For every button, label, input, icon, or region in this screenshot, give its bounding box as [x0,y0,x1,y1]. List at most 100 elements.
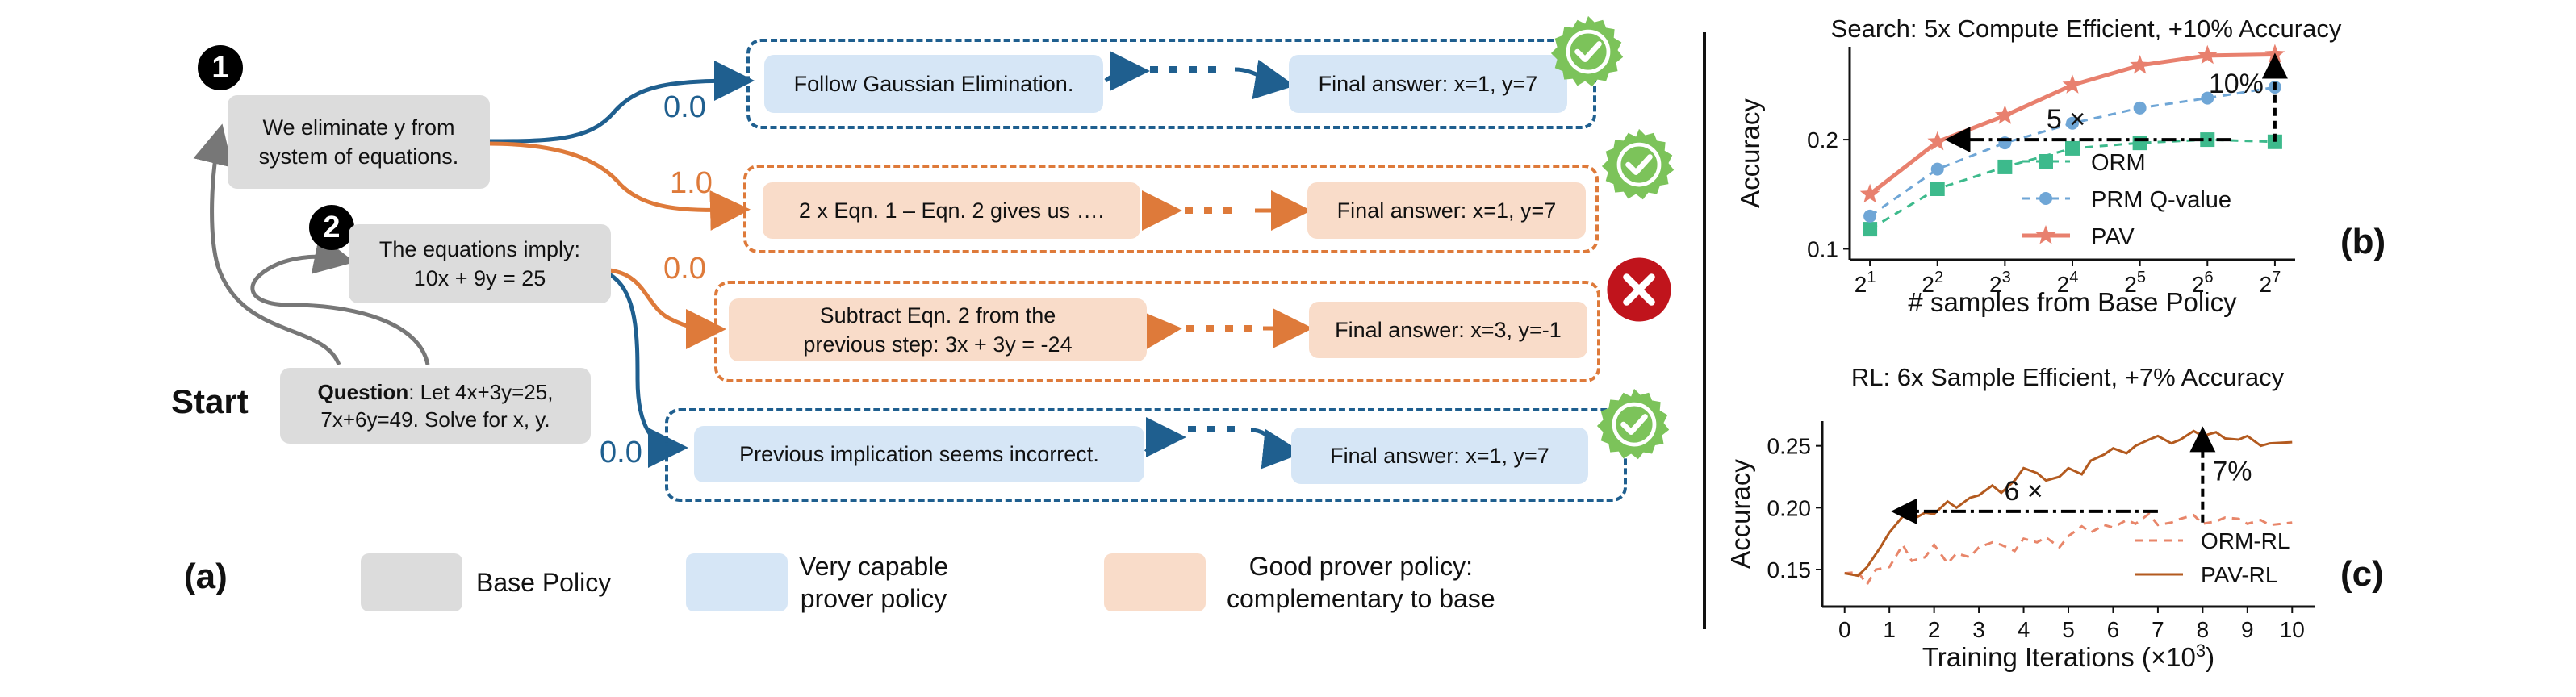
legend-label-good-line-1: Good prover policy: [1248,552,1474,581]
chart-c-x-label-close: ) [2206,642,2214,672]
step-2-box: The equations imply: 10x + 9y = 25 [349,224,611,303]
chart-c-x-tick-label: 1 [1883,617,1896,642]
chart-c-y-tick-label: 0.15 [1767,557,1812,582]
branch-1-step-text: Follow Gaussian Elimination. [793,72,1074,96]
branch-3-step: Subtract Eqn. 2 from the previous step: … [729,298,1147,361]
chart-b-x-tick-label: 21 [1855,269,1876,297]
branch-2-step: 2 x Eqn. 1 – Eqn. 2 gives us …. [763,182,1140,239]
chart-b-annotation-horizontal-text: 5 × [2047,104,2085,135]
question-line-1: : Let 4x+3y=25, [408,380,554,404]
chart-c-x-tick-label: 6 [2107,617,2120,642]
chart-b-y-tick-label: 0.2 [1807,127,1838,152]
branch-2-score: 1.0 [670,166,713,200]
chart-b-point-orm [1930,182,1945,196]
branch-4-step-text: Previous implication seems incorrect. [739,442,1099,466]
chart-c-x-tick-label: 8 [2197,617,2210,642]
chart-b-legend-marker [2039,154,2053,169]
branch-3-score: 0.0 [663,252,706,286]
branch-3-final: Final answer: x=3, y=-1 [1309,302,1587,358]
chart-c-y-label: Accuracy [1725,459,1755,569]
chart-b-y-tick-label: 0.1 [1807,236,1838,261]
chart-b-point-orm [2132,136,2147,151]
branch-1-final-text: Final answer: x=1, y=7 [1318,72,1538,96]
branch-1-step: Follow Gaussian Elimination. [764,55,1103,113]
chart-c-legend-label: ORM-RL [2201,528,2290,553]
branch-2-final-text: Final answer: x=1, y=7 [1336,198,1557,223]
chart-b-point-orm [2065,140,2080,156]
chart-b-panel-label: (b) [2340,222,2386,261]
chart-b-legend-marker [2035,225,2056,244]
chart-c-y-tick-label: 0.25 [1767,434,1812,459]
chart-b-x-tick-exponent: 5 [2137,269,2146,286]
legend-label-capable-line-2: prover policy [800,584,947,613]
question-label: Question [317,380,409,404]
chart-b-x-tick-label: 27 [2260,269,2281,297]
step-2-line-1: The equations imply: [378,237,581,261]
chart-b-y-label: Accuracy [1735,98,1765,208]
chart-c-x-tick-label: 7 [2152,617,2164,642]
chart-b-legend-label: PAV [2091,224,2135,250]
step-1-line-2: system of equations. [258,144,459,169]
chart-b-point-orm [2200,132,2215,148]
chart-c-x-tick-label: 9 [2241,617,2254,642]
chart-c-x-label: Training Iterations (×103) [1922,641,2214,672]
chart-b-point-prm-q-value [1930,162,1944,176]
branch-4-final-text: Final answer: x=1, y=7 [1330,444,1549,468]
question-line-2: 7x+6y=49. Solve for x, y. [320,407,550,432]
branch-3-step-line-2: previous step: 3x + 3y = -24 [803,332,1073,357]
legend-swatch-good-prover [1104,553,1206,611]
legend-label-good-prover: Good prover policy: complementary to bas… [1227,550,1495,615]
step-1-box: We eliminate y from system of equations. [228,95,490,189]
branch-1-container [746,39,1596,129]
branch-2-container [743,165,1599,253]
branch-1-check-icon [1550,15,1624,87]
step-1-line-1: We eliminate y from [262,115,455,140]
chart-c-annotation-horizontal-text: 6 × [2004,476,2043,507]
branch-3-final-text: Final answer: x=3, y=-1 [1335,318,1562,342]
chart-c-series-line-orm-rl [1844,511,2293,587]
chart-c-x-tick-label: 0 [1838,617,1851,642]
chart-c-annotation-vertical-text: 7% [2212,457,2252,487]
panel-divider [1703,32,1706,629]
chart-b-point-pav [1995,105,2015,124]
chart-b-x-tick-exponent: 4 [2069,269,2078,286]
legend-label-capable-prover: Very capable prover policy [799,550,948,615]
branch-4-final: Final answer: x=1, y=7 [1291,428,1588,484]
chart-b-x-tick-exponent: 2 [1934,269,1943,286]
step-2-line-2: 10x + 9y = 25 [413,266,546,290]
chart-b-point-pav [2062,74,2083,94]
legend-swatch-base [361,553,462,611]
chart-b-point-orm [1863,222,1878,237]
step-2-badge: 2 [309,205,354,250]
chart-c-x-label-exponent: 3 [2196,641,2206,661]
chart-c-x-tick-label: 5 [2062,617,2075,642]
chart-c-x-tick-label: 3 [1972,617,1985,642]
branch-3-cross-icon [1607,257,1671,322]
chart-b-point-pav [2197,44,2218,65]
chart-b-point-orm [1997,159,2013,174]
chart-b-legend-marker [2039,192,2052,205]
chart-c-x-tick-label: 4 [2018,617,2030,642]
chart-b-point-prm-q-value [2066,116,2079,130]
chart-b-x-label: # samples from Base Policy [1908,287,2237,317]
legend-label-good-line-2: complementary to base [1227,584,1495,613]
question-box: Question: Let 4x+3y=25, 7x+6y=49. Solve … [280,368,591,444]
chart-b-point-prm-q-value [2201,91,2214,105]
chart-b-point-pav [1859,183,1880,203]
chart-c-series-line-pav-rl [1844,429,2293,578]
chart-b-point-prm-q-value [1863,209,1877,223]
legend-label-capable-line-1: Very capable [799,552,949,581]
chart-c-panel-label: (c) [2340,554,2384,594]
branch-4-score: 0.0 [600,436,642,470]
chart-b-title: Search: 5x Compute Efficient, +10% Accur… [1831,15,2342,43]
chart-b-point-pav [2130,55,2150,74]
chart-c-y-tick-label: 0.20 [1767,495,1812,520]
branch-4-step: Previous implication seems incorrect. [694,426,1144,482]
branch-1-score: 0.0 [663,90,706,124]
chart-c-legend-label: PAV-RL [2201,562,2277,587]
start-label: Start [171,382,249,420]
chart-b-legend-label: PRM Q-value [2091,187,2231,213]
chart-c-x-tick-label: 10 [2280,617,2305,642]
branch-3-step-line-1: Subtract Eqn. 2 from the [819,303,1056,328]
